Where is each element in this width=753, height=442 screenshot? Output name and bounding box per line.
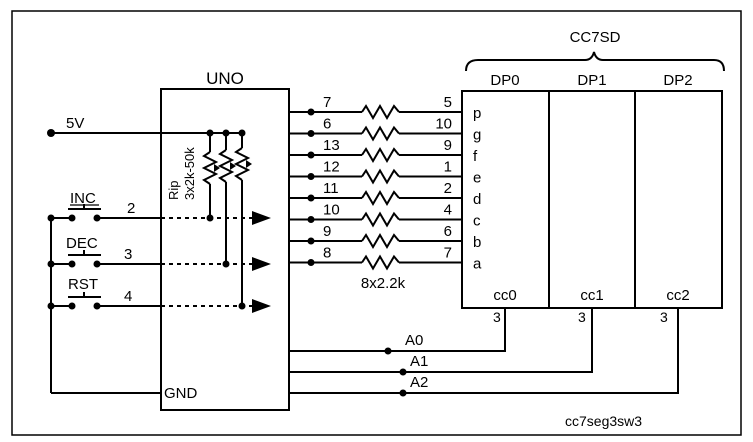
footer-label: cc7seg3sw3: [565, 413, 642, 429]
junction-dot: [307, 237, 315, 245]
junction-dot: [307, 173, 315, 180]
line-a0-label: A0: [405, 332, 423, 349]
cc0-label: cc0: [493, 287, 516, 304]
uno-pin-label: 12: [323, 159, 340, 176]
digit-name-dp2: DP2: [663, 72, 692, 89]
display-pin-label: 6: [444, 223, 452, 240]
segment-letter: g: [473, 127, 481, 144]
segment-letter: d: [473, 191, 481, 208]
display-pin-label: 5: [444, 94, 452, 111]
segment-letter: f: [473, 148, 478, 165]
pin-4-label: 4: [124, 288, 132, 305]
segment-resistor: [361, 147, 400, 163]
uno-pin-label: 6: [323, 116, 331, 133]
junction-dot: [307, 108, 315, 116]
cc1-label: cc1: [580, 287, 603, 304]
pot-label-rip: Rip: [166, 180, 181, 200]
segment-resistor: [361, 168, 400, 185]
line-a1-label: A1: [410, 353, 428, 370]
uno-block: [160, 88, 290, 411]
inc-arrow: [252, 211, 271, 225]
uno-pin-label: 8: [323, 245, 331, 262]
segment-resistor: [361, 233, 400, 249]
inc-label: INC: [70, 190, 96, 207]
5v-label: 5V: [66, 115, 84, 132]
cathode-lines: [289, 308, 679, 397]
rst-button: [51, 292, 161, 310]
junction-dot: [307, 130, 315, 137]
pin-2-label: 2: [127, 200, 135, 217]
segment-letter: b: [473, 234, 481, 251]
display-pin-label: 7: [444, 245, 452, 262]
cc0-pin-label: 3: [493, 309, 501, 325]
display-pin-label: 2: [444, 180, 452, 197]
rst-arrow: [252, 299, 271, 313]
junction-dot: [307, 194, 315, 202]
uno-pin-label: 13: [323, 137, 340, 154]
gnd-label: GND: [164, 385, 198, 402]
potentiometer-1: [201, 133, 220, 218]
dec-arrow: [252, 257, 271, 271]
line-a2-label: A2: [410, 374, 428, 391]
uno-title: UNO: [206, 69, 244, 88]
segment-letter: e: [473, 170, 481, 187]
junction-dot: [307, 216, 315, 223]
cc2-label: cc2: [666, 287, 689, 304]
potentiometer-3: [233, 133, 252, 306]
display-pin-label: 1: [444, 159, 452, 176]
pot-label-value: 3x2k-50k: [182, 147, 197, 200]
segment-letter: a: [473, 256, 482, 273]
uno-pin-label: 11: [323, 180, 339, 197]
uno-pin-label: 9: [323, 223, 331, 240]
segment-resistor: [361, 125, 400, 142]
resistor-array-label: 8x2.2k: [361, 275, 406, 292]
segment-resistor: [361, 211, 400, 228]
display-pin-label: 9: [444, 137, 452, 154]
display-pin-label: 4: [444, 202, 452, 219]
inc-button: [51, 204, 161, 222]
display-block: [461, 90, 723, 309]
dec-label: DEC: [66, 235, 98, 252]
dec-button: [51, 250, 161, 268]
segment-resistor: [361, 190, 400, 206]
digit-name-dp0: DP0: [490, 72, 519, 89]
segment-resistor: [361, 254, 400, 271]
segment-resistor: [361, 104, 400, 120]
uno-pin-label: 10: [323, 202, 340, 219]
uno-pin-label: 7: [323, 94, 331, 111]
diagram-frame: [11, 10, 742, 436]
potentiometer-2: [217, 133, 236, 264]
cc1-pin-label: 3: [578, 309, 586, 325]
digit-name-dp1: DP1: [577, 72, 606, 89]
rst-label: RST: [68, 276, 98, 293]
junction-dot: [307, 259, 315, 266]
display-pin-label: 10: [435, 116, 452, 133]
junction-dot: [307, 151, 315, 159]
segment-letter: p: [473, 105, 481, 122]
pin-3-label: 3: [124, 246, 132, 263]
segment-letter: c: [473, 213, 481, 230]
cc2-pin-label: 3: [660, 309, 668, 325]
segment-lines: 7 5 p 6 10 g 13 9 f 12 1 e 11 2 d 10 4 c 9 6 b 8 7 a: [289, 94, 482, 273]
display-title: CC7SD: [570, 29, 621, 46]
display-bracket: [465, 51, 725, 72]
